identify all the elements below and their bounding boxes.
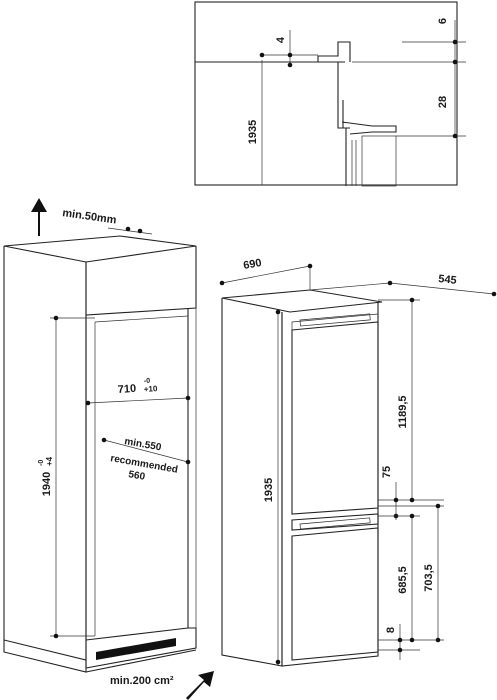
lower-door-hinge [299,517,371,530]
lower-door [291,527,379,661]
lower-door-dot [409,513,415,519]
fridge-appliance: 690 545 1935 1189,5 75 68 [219,257,497,667]
door-upper-dot [409,297,415,303]
width-dim-dot [85,400,91,406]
niche-top-front [85,246,197,316]
depth-545-line [389,282,495,295]
depth-min-label: min.550 [123,436,162,453]
height-1935-dot [275,659,281,665]
gap-dim-line [107,227,153,235]
vent-grille [96,638,176,660]
vent-label: min.200 cm² [110,675,174,687]
upper-door-top [291,313,379,330]
width-690-line [221,265,311,284]
niche-plinth-left [3,640,87,673]
niche-left-side [3,246,87,661]
detail-door-profile [337,62,347,186]
detail-dot [452,59,458,65]
gap-dim-label: min.50mm [62,207,118,226]
detail-dot [452,39,458,45]
detail-hinge-bracket [317,41,351,62]
detail-dot [452,133,458,139]
detail-dim-6-label: 6 [437,18,449,24]
width-dim-dot [185,395,191,401]
bottom-8-dot [397,637,403,643]
gap-dim-dot [125,226,131,232]
lower-door-1-label: 685,5 [397,566,409,594]
door-upper-dot [409,497,415,503]
fridge-front-edge [281,302,379,667]
detail-dot [287,62,293,68]
depth-dim-line [103,439,189,463]
depth-545-dot [387,280,393,286]
depth-545-dot [491,291,497,297]
height-dim-label-group: 1940 -0 +4 [38,456,54,496]
height-1935-dot [275,309,281,315]
lower-door-dot [409,637,415,643]
detail-appliance-top [341,121,397,135]
depth-recommended-value: 560 [127,469,146,483]
width-dim-sup: -0 [144,378,151,385]
height-1935-label: 1935 [263,478,275,502]
door-divider [291,513,379,531]
depth-dim-dot [185,459,191,465]
height-dim-sub: +4 [45,456,54,466]
gap-dim-dot [137,228,143,234]
upper-door [291,321,379,515]
detail-dim-1935-label: 1935 [247,120,259,144]
vent-out-arrow-icon [31,198,47,236]
height-dim-sup: -0 [38,460,45,466]
depth-545-ext [309,282,391,291]
width-690-dot [307,263,313,269]
detail-frame [194,1,458,186]
height-dim-dot [53,315,59,321]
bottom-8-label: 8 [385,627,397,633]
lower-door-dot [435,503,441,509]
width-690-label: 690 [242,257,262,272]
niche-plinth-bottom [85,649,197,673]
niche-top-slab [3,235,197,263]
detail-dim-28-label: 28 [437,96,449,108]
gap-75-label: 75 [381,466,393,478]
depth-545-label: 545 [438,273,458,287]
niche-inner-top [94,315,189,323]
width-dim-sub: +10 [144,384,159,394]
fridge-top [221,289,383,313]
width-690-dot [219,280,225,286]
depth-dim-dot [101,437,107,443]
width-dim-label: 710 [117,383,136,396]
bottom-8-dot [397,647,403,653]
detail-door-inner [342,100,350,129]
detail-appliance-body [361,135,397,187]
height-dim-dot [53,633,59,639]
hinge-detail-inset: 6 4 28 1935 [194,1,466,187]
upper-door-hinge [299,313,371,327]
detail-dim-4-label: 4 [275,36,287,43]
gap-75-dot [393,497,399,503]
door-upper-label: 1189,5 [397,395,409,428]
height-dim-label: 1940 [41,472,53,496]
niche-cabinet: min.50mm 1940 -0 +4 710 -0 +10 min.550 r… [3,198,214,700]
lower-door-dot [435,637,441,643]
vent-in-arrow-icon [186,671,214,700]
width-dim-line [87,397,189,404]
detail-dot [259,52,265,58]
detail-dot [287,52,293,58]
lower-door-2-label: 703,5 [423,564,435,592]
